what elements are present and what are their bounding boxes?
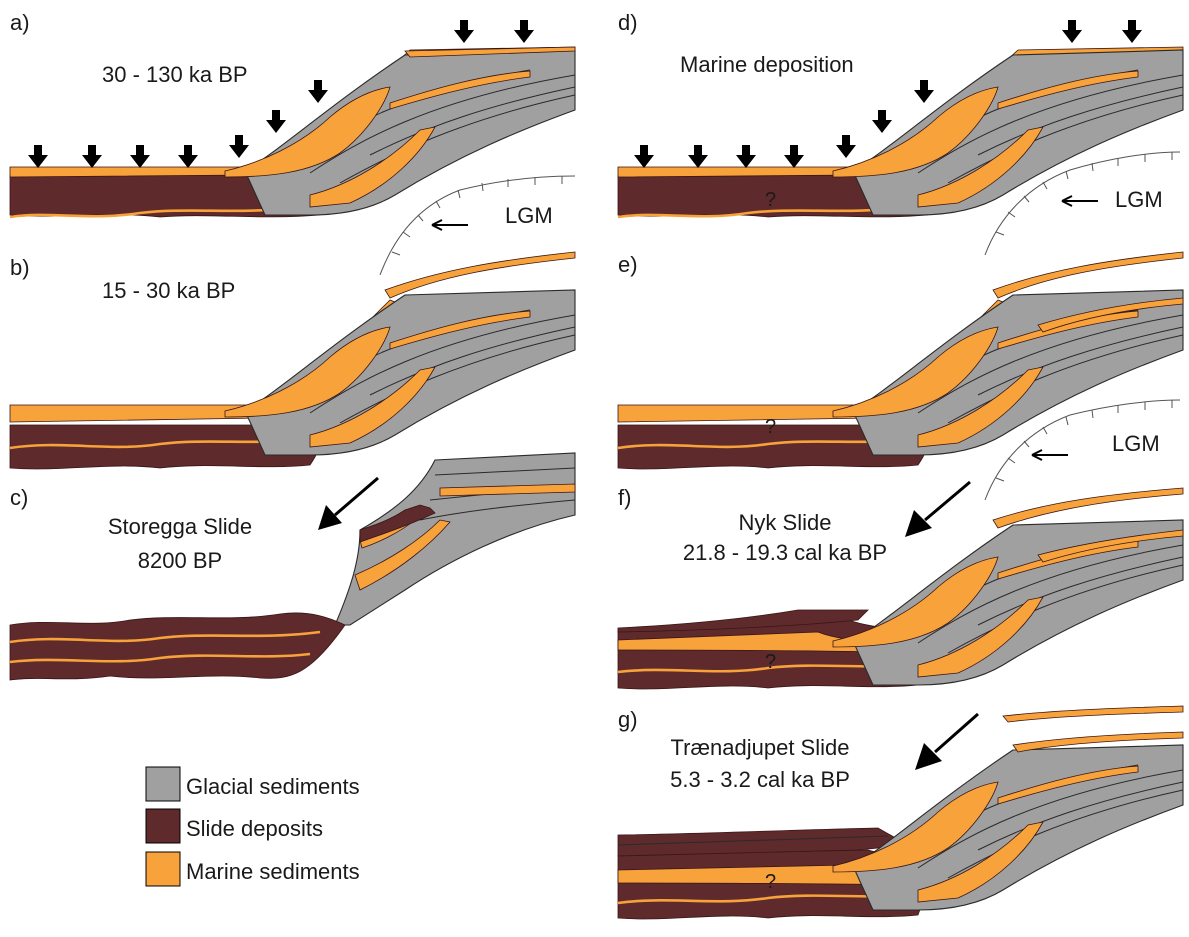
panel-f-caption-1: Nyk Slide bbox=[739, 510, 832, 535]
ice-sheet-profile-e bbox=[984, 151, 1181, 256]
panel-c-letter: c) bbox=[10, 485, 28, 510]
panel-c bbox=[9, 452, 576, 681]
panel-e bbox=[617, 251, 1184, 470]
panel-d-caption: Marine deposition bbox=[680, 52, 854, 77]
panel-g bbox=[617, 705, 1184, 920]
ice-advance-arrow-f bbox=[1031, 449, 1068, 461]
panel-d bbox=[617, 46, 1184, 219]
ice-ticks-f bbox=[995, 400, 1173, 482]
panel-e-letter: e) bbox=[618, 252, 638, 277]
panel-f-question: ? bbox=[765, 651, 776, 673]
panel-a-letter: a) bbox=[10, 10, 30, 35]
panel-b bbox=[9, 251, 576, 470]
ice-advance-arrow-a bbox=[431, 219, 468, 231]
subsidence-arrows-a bbox=[28, 20, 534, 168]
legend-swatch-glacial bbox=[145, 766, 181, 802]
panel-c-caption-1: Storegga Slide bbox=[108, 514, 252, 539]
ice-advance-arrow-d bbox=[1061, 195, 1098, 207]
legend-label-marine: Marine sediments bbox=[186, 859, 360, 884]
slide-arrowhead-g bbox=[915, 743, 942, 770]
lgm-label-f: LGM bbox=[1112, 431, 1160, 456]
slide-direction-arrow-g bbox=[934, 712, 979, 754]
panel-d-letter: d) bbox=[618, 10, 638, 35]
slide-direction-arrow-f bbox=[924, 480, 971, 522]
panel-g-question: ? bbox=[765, 871, 776, 893]
legend-item-glacial: Glacial sediments bbox=[145, 766, 360, 802]
panel-g-caption-2: 5.3 - 3.2 cal ka BP bbox=[670, 767, 850, 792]
ice-sheet-profile-b bbox=[379, 175, 576, 276]
subsidence-arrows-d bbox=[634, 20, 1142, 168]
legend-swatch-marine bbox=[145, 851, 181, 887]
legend-label-slide: Slide deposits bbox=[186, 816, 323, 841]
legend-item-marine: Marine sediments bbox=[145, 851, 360, 887]
ice-ticks-e bbox=[995, 152, 1173, 236]
ice-ticks-b bbox=[391, 176, 563, 256]
panel-a-caption: 30 - 130 ka BP bbox=[102, 62, 248, 87]
panel-c-caption-2: 8200 BP bbox=[138, 548, 222, 573]
ice-sheet-profile-f bbox=[984, 399, 1181, 501]
slide-arrowhead-f bbox=[905, 510, 932, 537]
legend: Glacial sediments Slide deposits Marine … bbox=[145, 766, 360, 887]
lgm-label-a: LGM bbox=[505, 203, 553, 228]
slide-direction-arrow-c bbox=[334, 476, 379, 517]
panel-f bbox=[617, 487, 1184, 690]
panel-b-caption: 15 - 30 ka BP bbox=[102, 278, 235, 303]
panel-f-caption-2: 21.8 - 19.3 cal ka BP bbox=[683, 540, 887, 565]
panel-a bbox=[9, 46, 576, 219]
panel-f-letter: f) bbox=[618, 485, 631, 510]
panel-b-letter: b) bbox=[10, 255, 30, 280]
slide-arrowhead-c bbox=[318, 505, 342, 530]
lgm-label-d: LGM bbox=[1115, 187, 1163, 212]
legend-label-glacial: Glacial sediments bbox=[186, 774, 360, 799]
panel-d-question: ? bbox=[765, 189, 776, 211]
legend-item-slide: Slide deposits bbox=[145, 808, 323, 844]
legend-swatch-slide bbox=[145, 808, 181, 844]
panel-e-question: ? bbox=[765, 416, 776, 438]
panel-g-letter: g) bbox=[618, 707, 638, 732]
panel-g-caption-1: Trænadjupet Slide bbox=[671, 735, 850, 760]
